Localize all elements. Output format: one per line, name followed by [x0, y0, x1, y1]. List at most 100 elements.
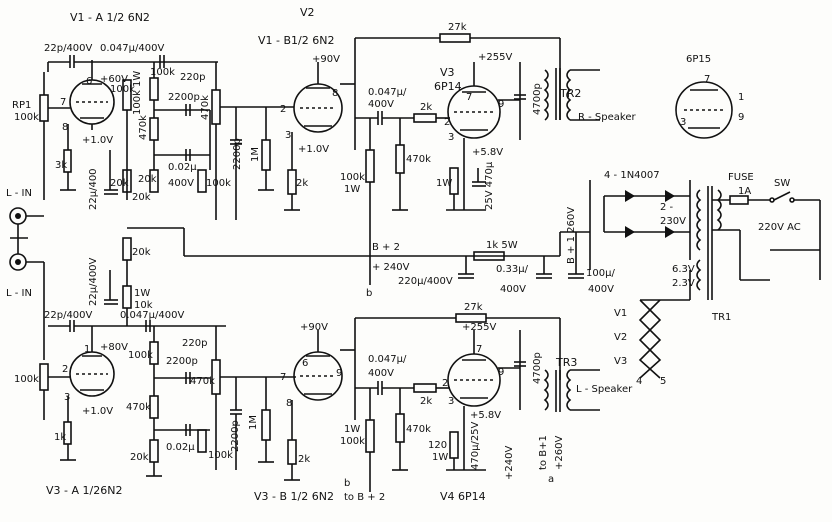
- pin-3-v4: 3: [448, 396, 454, 407]
- heater-v2: V2: [614, 332, 627, 343]
- node-b: b: [366, 288, 372, 299]
- r20k-label: 20k: [110, 178, 129, 189]
- c0047b-bottom: 0.047µ/: [368, 354, 407, 365]
- pin-1-v3a: 1: [84, 344, 90, 355]
- fuse-val: 1A: [738, 186, 751, 197]
- c033v-label: 400V: [500, 284, 526, 295]
- heater-v3: V3: [614, 356, 627, 367]
- pin-2-v3a: 2: [62, 364, 68, 375]
- diodes-label: 4 - 1N4007: [604, 170, 660, 181]
- r-in-label: L - IN: [6, 188, 32, 199]
- c220p-label: 220p: [180, 72, 205, 83]
- c0047b-label: 0.047µ/: [368, 87, 407, 98]
- v260-label: +260V: [554, 436, 565, 470]
- c400v-label: 400V: [168, 178, 194, 189]
- ac-label: 220V AC: [758, 222, 801, 233]
- pin-3-v3a: 3: [64, 392, 70, 403]
- pin-9-v3b: 9: [336, 368, 342, 379]
- title-v4: V4 6P14: [440, 490, 486, 503]
- r2k-label: 2k: [296, 178, 308, 189]
- c0047-bottom: 0.047µ/400V: [120, 310, 184, 321]
- r120-bottom: 120: [428, 440, 447, 451]
- c100v-label: 400V: [588, 284, 614, 295]
- sw-label: SW: [774, 178, 790, 189]
- r470k-label: 470k: [138, 115, 149, 140]
- c400v-bottom: 400V: [368, 368, 394, 379]
- tob2-label: to B + 2: [344, 492, 385, 503]
- pin-7-v3: 7: [466, 92, 472, 103]
- transformer-tr1: [696, 186, 722, 300]
- c033-label: 0.33µ/: [496, 264, 529, 275]
- rca-jack-bottom: [9, 253, 27, 271]
- pin-8: 8: [62, 122, 68, 133]
- b1-label: B + 1 260V: [566, 207, 577, 264]
- r1w-label: 1W: [436, 178, 452, 189]
- v240-bottom: +240V: [504, 446, 515, 480]
- rspk-label: R - Speaker: [578, 112, 636, 123]
- r20k-bottom: 20k: [130, 452, 149, 463]
- title-v3a: V3 - A 1/26N2: [46, 484, 122, 497]
- r100k3-bottom: 100k: [340, 436, 365, 447]
- rp1-value: 100k: [14, 112, 39, 123]
- c002-label: 0.02µ: [168, 162, 197, 173]
- c2200p-bottom: 2200p: [166, 356, 198, 367]
- r100k2-label: 100k: [206, 178, 231, 189]
- b2v-label: + 240V: [372, 262, 410, 273]
- pin-1-6p15: 1: [738, 92, 744, 103]
- tube-v3b: [293, 330, 343, 401]
- c22-400-label: 22µ/400: [88, 168, 99, 210]
- l-in-label: L - IN: [6, 288, 32, 299]
- c470-bottom: 470µ/25V: [470, 421, 481, 470]
- tube-v4: [447, 330, 501, 407]
- heater-n4: 4: [636, 376, 642, 387]
- r10k-bottom: 10k: [134, 300, 153, 311]
- r470k3-label: 470k: [406, 154, 431, 165]
- r100k-eq: 100k: [150, 67, 175, 78]
- lspk-label: L - Speaker: [576, 384, 633, 395]
- pin-7-6p15: 7: [704, 74, 710, 85]
- pin-6-v3b: 6: [302, 358, 308, 369]
- r100k-eq-bottom: 100k: [128, 350, 153, 361]
- heater-v1: V1: [614, 308, 627, 319]
- tube-v3a: [69, 326, 115, 397]
- v255-bottom: +255V: [462, 322, 496, 333]
- c2200p2-label: 2200p: [232, 138, 243, 170]
- v10-bottom: +1.0V: [82, 406, 113, 417]
- title-v3: V3: [440, 66, 455, 79]
- v58-bottom: +5.8V: [470, 410, 501, 421]
- r1k-bottom: 1k: [54, 432, 66, 443]
- v90-top: +90V: [312, 54, 340, 65]
- heater-n5: 5: [660, 376, 666, 387]
- bridge-rectifier: [603, 180, 691, 260]
- sec-v-label: 230V: [660, 216, 686, 227]
- r1k5w-label: 1k 5W: [486, 240, 518, 251]
- v255-top: +255V: [478, 52, 512, 63]
- r100k3-label: 100k: [340, 172, 365, 183]
- pin-3-6p15: 3: [680, 117, 686, 128]
- r20k-eq: 20k: [138, 174, 157, 185]
- pin-8b: 8: [332, 88, 338, 99]
- title-v2b: V1 - B1/2 6N2: [258, 34, 334, 47]
- r470k3-bottom: 470k: [406, 424, 431, 435]
- node-b2: b: [344, 478, 350, 489]
- v60-label: +60V: [100, 74, 128, 85]
- pin-9-6p15: 9: [738, 112, 744, 123]
- v10-label: +1.0V: [82, 135, 113, 146]
- fuse-label: FUSE: [728, 172, 754, 183]
- r2k2-bottom: 2k: [420, 396, 432, 407]
- r20k-mid: 20k: [132, 192, 151, 203]
- v10-v2: +1.0V: [298, 144, 329, 155]
- title-v1a: V1 - A 1/2 6N2: [70, 11, 150, 24]
- pin-7-v4: 7: [476, 344, 482, 355]
- sec-label: 2 -: [660, 202, 674, 213]
- node-a: a: [548, 474, 554, 485]
- r2k-bottom: 2k: [298, 454, 310, 465]
- c22p-top: 22p/400V: [44, 43, 93, 54]
- v90-bottom: +90V: [300, 322, 328, 333]
- c22p-bottom: 22p/400V: [44, 310, 93, 321]
- rp1-label: RP1: [12, 100, 31, 111]
- b2-label: B + 2: [372, 242, 400, 253]
- c002-bottom: 0.02µ: [166, 442, 195, 453]
- title-v2: V2: [300, 6, 315, 19]
